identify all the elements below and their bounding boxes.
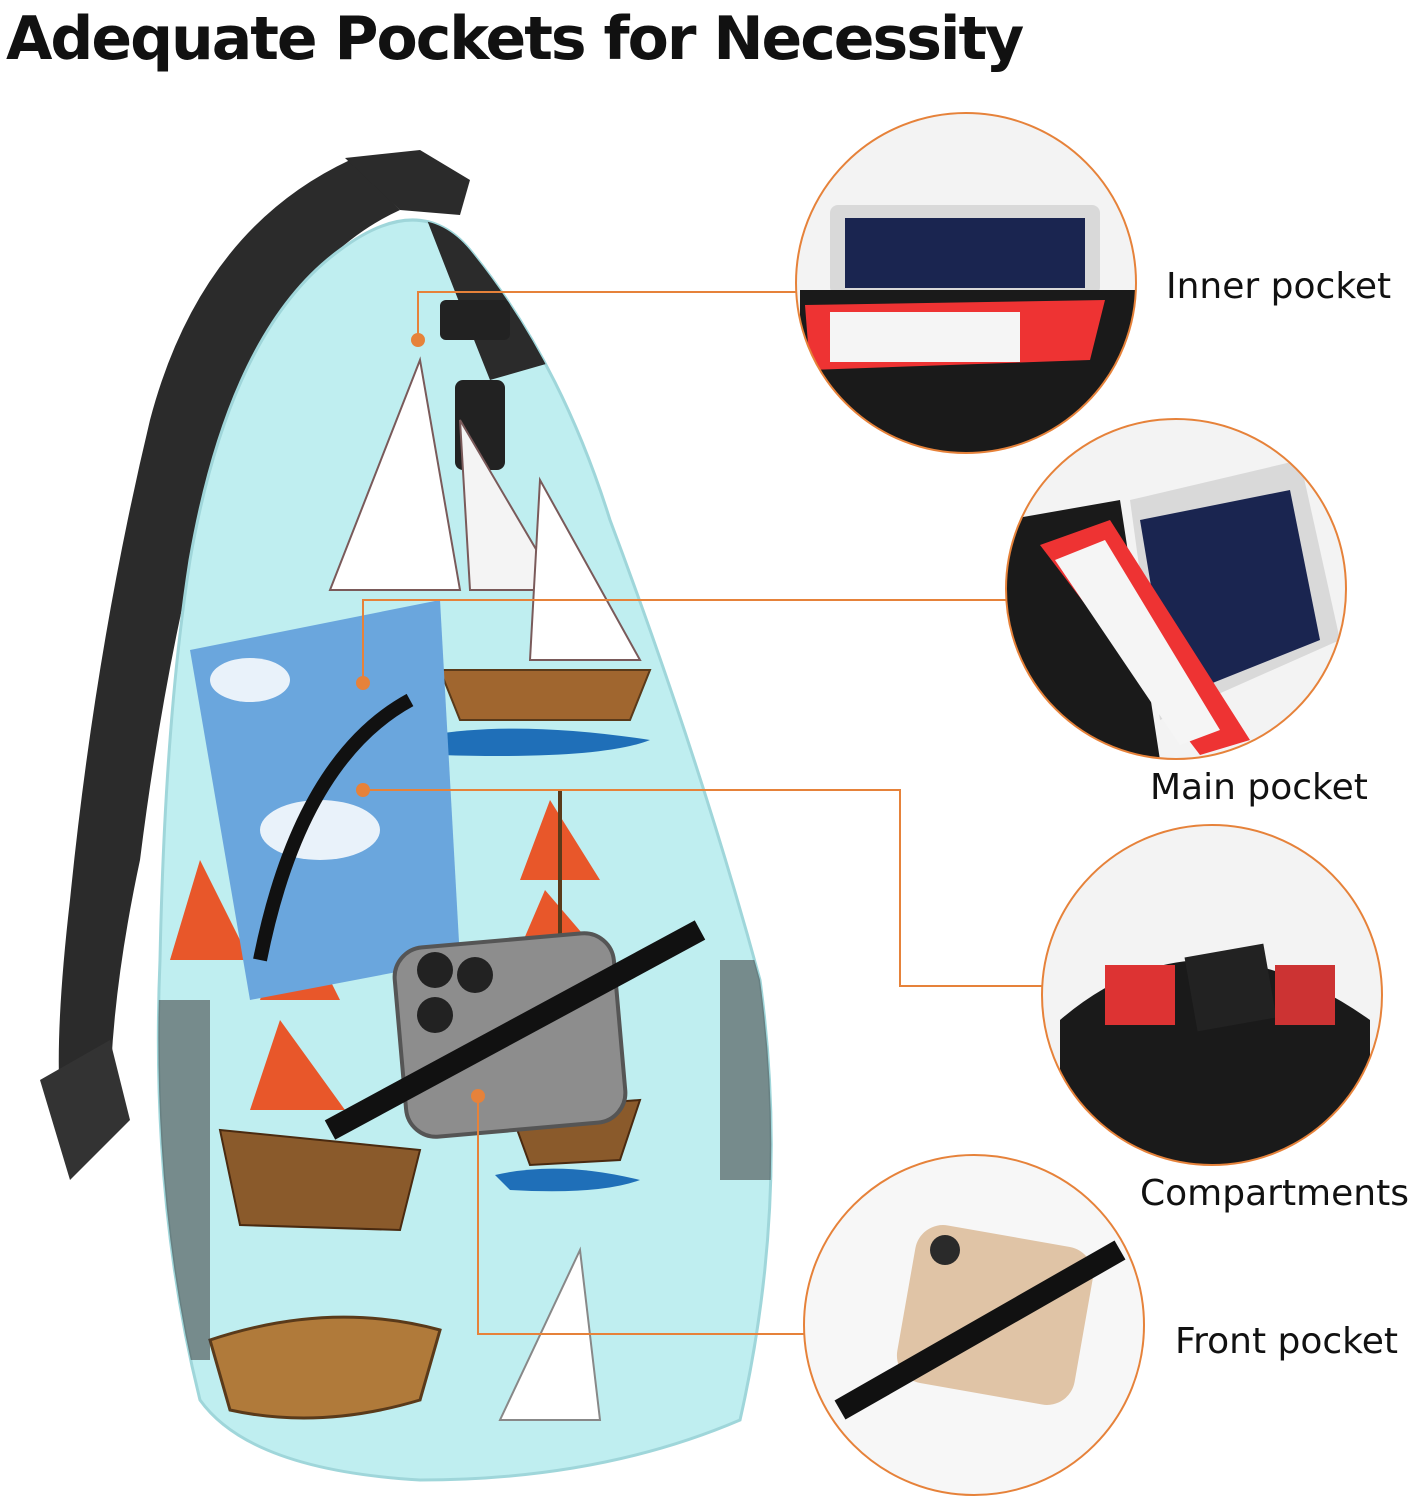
callout-compartments: Compartments bbox=[1140, 1173, 1409, 1214]
main-zipper bbox=[253, 693, 414, 962]
inset-front-pocket bbox=[803, 1154, 1145, 1496]
callout-dots bbox=[356, 333, 485, 1103]
book bbox=[190, 600, 460, 1000]
inset-compartments bbox=[1041, 824, 1383, 1166]
callout-main-pocket: Main pocket bbox=[1150, 767, 1368, 808]
mesh-side-pocket bbox=[158, 1000, 210, 1360]
callout-front-pocket: Front pocket bbox=[1175, 1321, 1398, 1362]
callout-lines bbox=[362, 291, 1046, 1335]
rowboat-illustration bbox=[208, 1315, 442, 1420]
page-title: Adequate Pockets for Necessity bbox=[6, 4, 1024, 74]
sailboat-illustration bbox=[328, 356, 652, 756]
front-zipper bbox=[324, 920, 706, 1140]
inset-inner-pocket bbox=[795, 112, 1137, 454]
callout-inner-pocket: Inner pocket bbox=[1166, 266, 1392, 307]
inset-main-pocket bbox=[1005, 418, 1347, 760]
shoulder-strap bbox=[40, 150, 470, 1180]
sling-bag bbox=[156, 218, 773, 1482]
